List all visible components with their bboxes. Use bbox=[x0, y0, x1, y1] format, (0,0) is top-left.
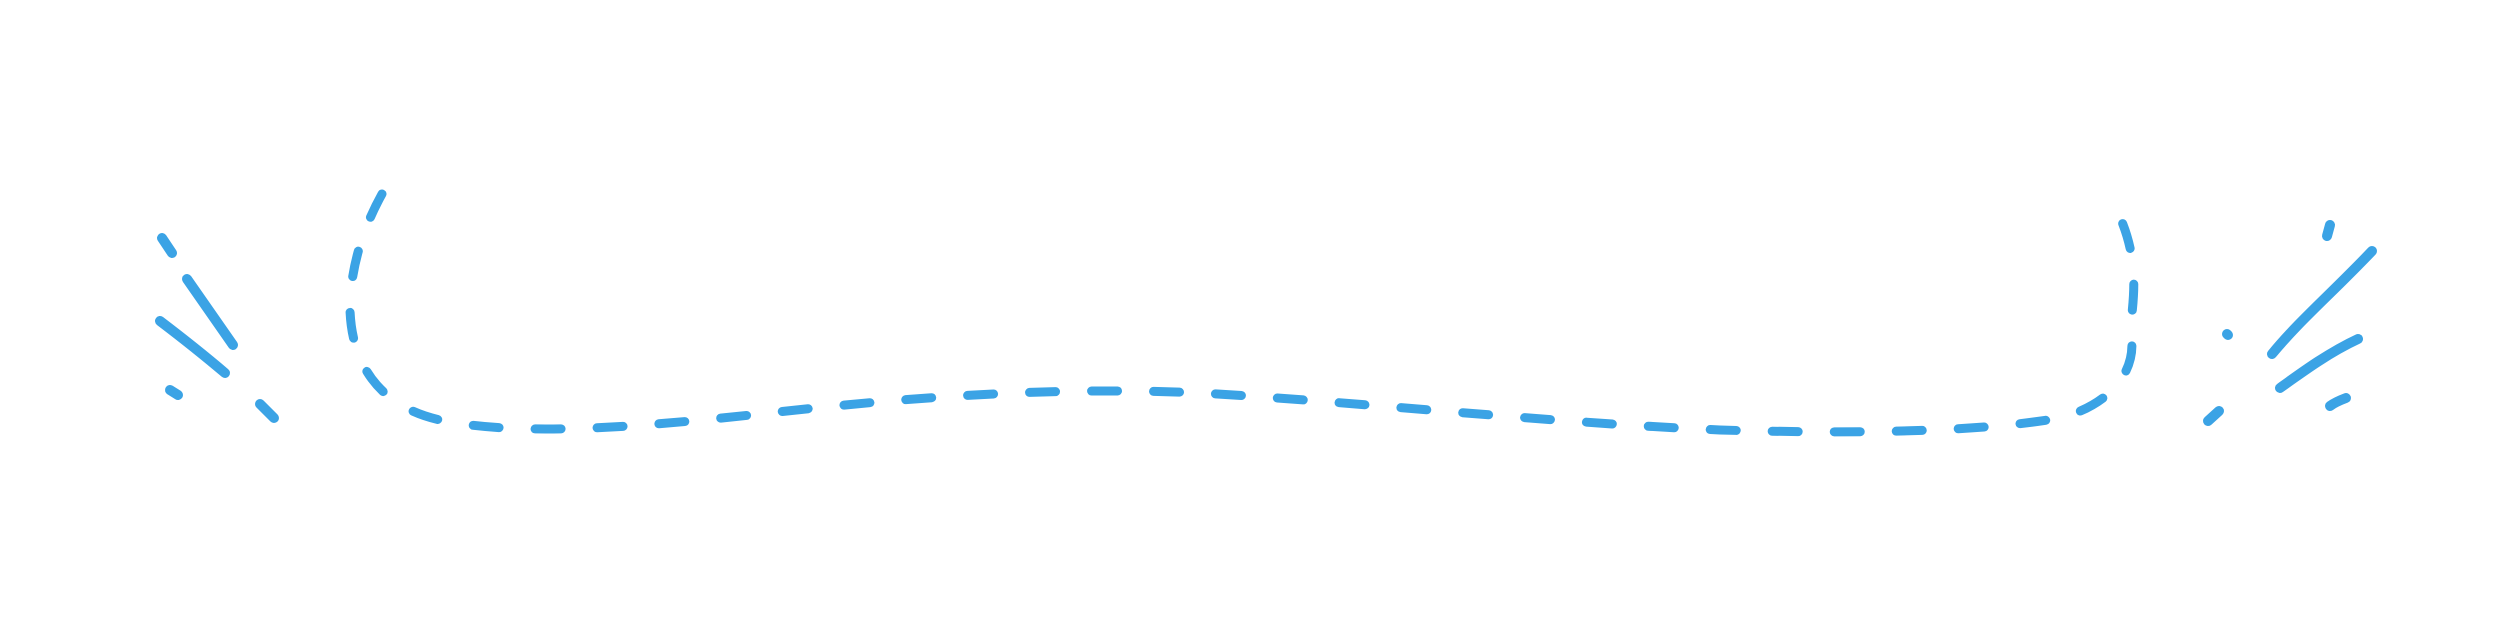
left-sparkle-line bbox=[165, 385, 183, 400]
right-sparkle-line bbox=[2322, 220, 2335, 241]
right-sparkle-line bbox=[2275, 334, 2363, 393]
left-sparkle-icon bbox=[155, 233, 279, 423]
left-sparkle-line bbox=[157, 233, 177, 258]
left-sparkle-line bbox=[155, 316, 230, 378]
right-sparkle-line bbox=[2325, 393, 2351, 411]
right-sparkle-icon bbox=[2203, 220, 2377, 426]
right-sparkle-line bbox=[2267, 246, 2377, 359]
right-sparkle-line bbox=[2222, 329, 2233, 340]
dashed-swoosh-curve bbox=[345, 189, 2139, 437]
left-sparkle-line bbox=[255, 399, 279, 423]
right-sparkle-line bbox=[2203, 406, 2224, 426]
left-sparkle-line bbox=[182, 274, 238, 350]
